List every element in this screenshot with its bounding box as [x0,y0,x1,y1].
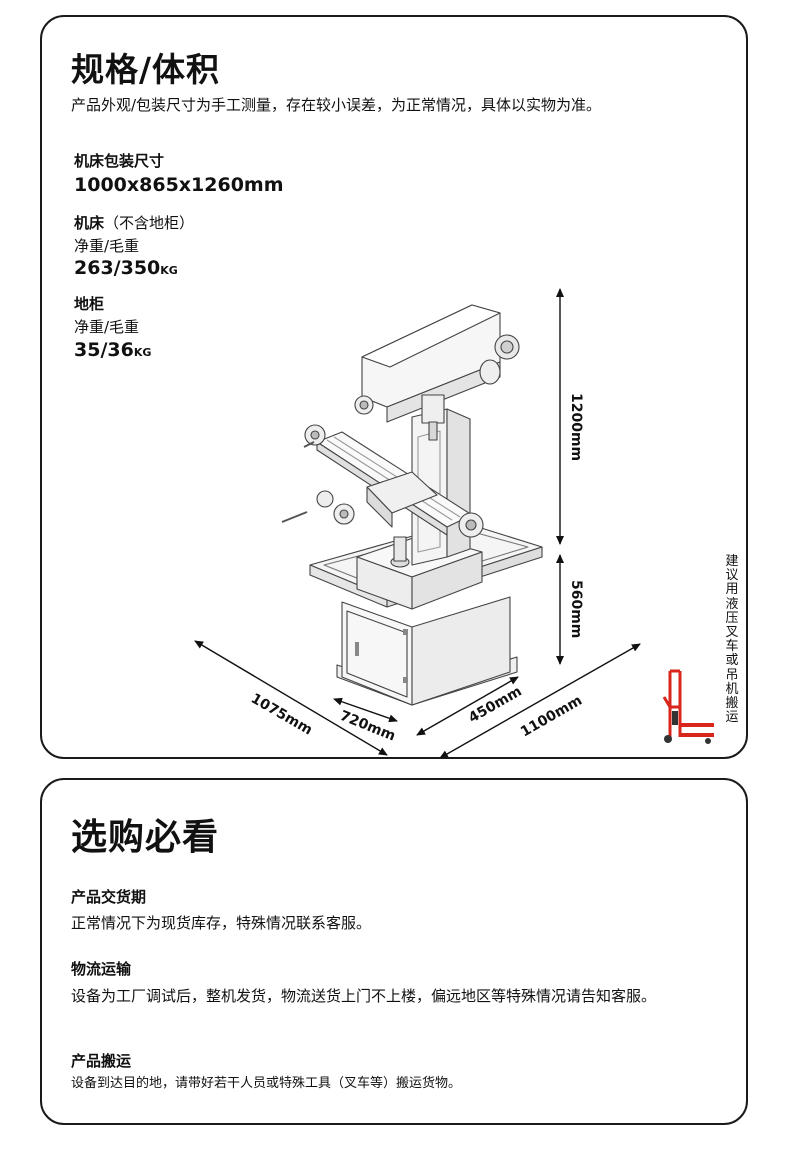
depth-cabinet-line [333,697,398,723]
width-machine-label: 1100mm [518,693,585,741]
machine-weight-label: 净重/毛重 [74,237,140,255]
handling-heading: 产品搬运 [71,1052,132,1070]
forklift-icon [662,669,714,744]
cabinet-label: 地柜 [74,295,105,313]
forklift-note: 建议用液压叉车或吊机搬运 [725,554,739,726]
depth-machine-line [194,640,388,756]
specs-title: 规格/体积 [71,50,221,89]
delivery-heading: 产品交货期 [71,888,147,906]
specs-card: 规格/体积 产品外观/包装尺寸为手工测量，存在较小误差，为正常情况，具体以实物为… [40,15,748,759]
machine-label: 机床（不含地柜） [74,212,194,233]
height-machine-label: 1200mm [568,393,584,461]
machine-label-text: 机床 [74,214,105,232]
handling-text: 设备到达目的地，请带好若干人员或特殊工具（叉车等）搬运货物。 [71,1076,462,1091]
logistics-heading: 物流运输 [71,960,132,978]
guide-title: 选购必看 [71,817,220,858]
specs-note: 产品外观/包装尺寸为手工测量，存在较小误差，为正常情况，具体以实物为准。 [71,96,602,114]
machine-weight-number: 263/350 [74,257,161,279]
cabinet-weight-unit: KG [133,346,152,359]
depth-machine-label: 1075mm [248,691,315,739]
cabinet-weight-number: 35/36 [74,339,134,361]
machine-weight-value: 263/350KG [74,257,178,279]
machine-label-suffix: （不含地柜） [104,214,195,232]
machine-weight-unit: KG [160,264,178,277]
cabinet-weight-label: 净重/毛重 [74,318,140,336]
width-machine-line [439,643,641,757]
dimension-lines [194,288,641,757]
package-size-value: 1000x865x1260mm [74,174,284,196]
cabinet-weight-value: 35/36KG [74,339,151,361]
logistics-text: 设备为工厂调试后，整机发货，物流送货上门不上楼，偏远地区等特殊情况请告知客服。 [71,987,657,1005]
machine-dimension-diagram: 1200mm 560mm 1075mm 720mm 450mm 1100mm [194,288,641,757]
height-cabinet-label: 560mm [568,580,584,638]
purchase-guide-card: 选购必看 产品交货期 正常情况下为现货库存，特殊情况联系客服。 物流运输 设备为… [40,778,748,1125]
package-size-label: 机床包装尺寸 [74,152,165,170]
depth-cabinet-label: 720mm [338,708,398,745]
milling-machine-illustration [281,304,543,706]
delivery-text: 正常情况下为现货库存，特殊情况联系客服。 [71,914,372,932]
